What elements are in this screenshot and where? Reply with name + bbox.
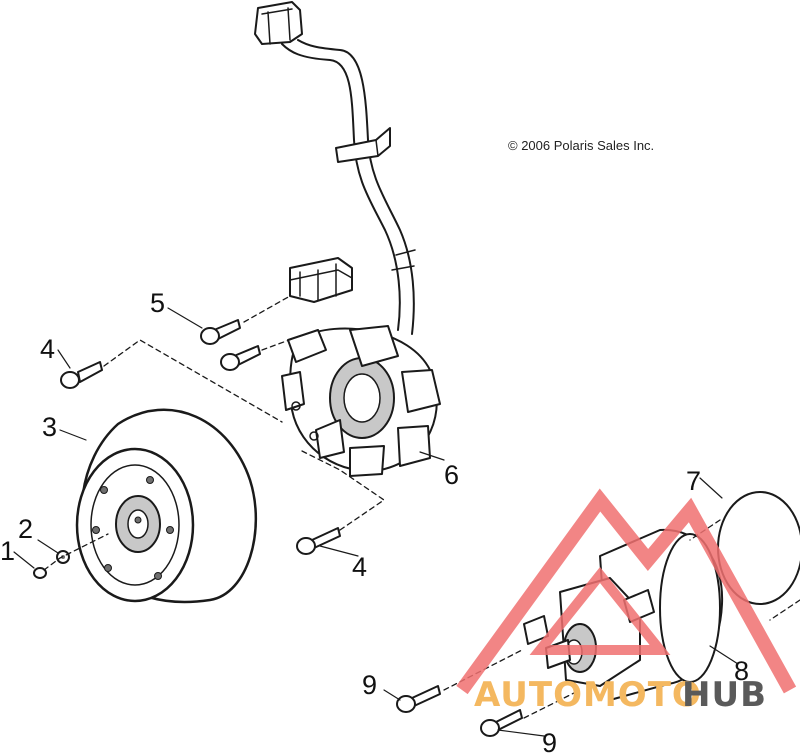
alignment-lines bbox=[43, 295, 800, 719]
stator-wire-harness bbox=[254, 1, 416, 335]
watermark-text-hub: HUB bbox=[682, 675, 767, 715]
callout-8: 8 bbox=[734, 656, 749, 686]
bolt-lower-4 bbox=[296, 527, 341, 555]
wire-clip bbox=[335, 127, 391, 163]
callout-2: 2 bbox=[18, 514, 33, 544]
callout-5: 5 bbox=[150, 288, 165, 318]
callout-1: 1 bbox=[0, 536, 15, 566]
callout-9-right: 9 bbox=[542, 728, 557, 756]
watermark-text-automoto: AUTOMOTO bbox=[474, 675, 702, 715]
bolt-upper-left bbox=[60, 361, 103, 389]
callout-leaders bbox=[13, 307, 739, 737]
callout-9-left: 9 bbox=[362, 670, 377, 700]
callout-4-lower: 4 bbox=[352, 552, 367, 582]
flywheel bbox=[75, 408, 258, 604]
callout-6: 6 bbox=[444, 460, 459, 490]
callout-4-upper: 4 bbox=[40, 334, 55, 364]
bolt-9a bbox=[396, 685, 441, 713]
bolt-9b bbox=[480, 709, 523, 737]
callout-3: 3 bbox=[42, 412, 57, 442]
watermark-logo bbox=[456, 488, 797, 695]
callout-7: 7 bbox=[686, 466, 701, 496]
bolt-5a bbox=[200, 319, 241, 345]
stator bbox=[281, 257, 441, 477]
washer-nut-hardware bbox=[33, 550, 70, 579]
copyright-text: © 2006 Polaris Sales Inc. bbox=[508, 138, 654, 153]
bolt-5b bbox=[220, 345, 261, 371]
harness-connector bbox=[254, 1, 303, 45]
